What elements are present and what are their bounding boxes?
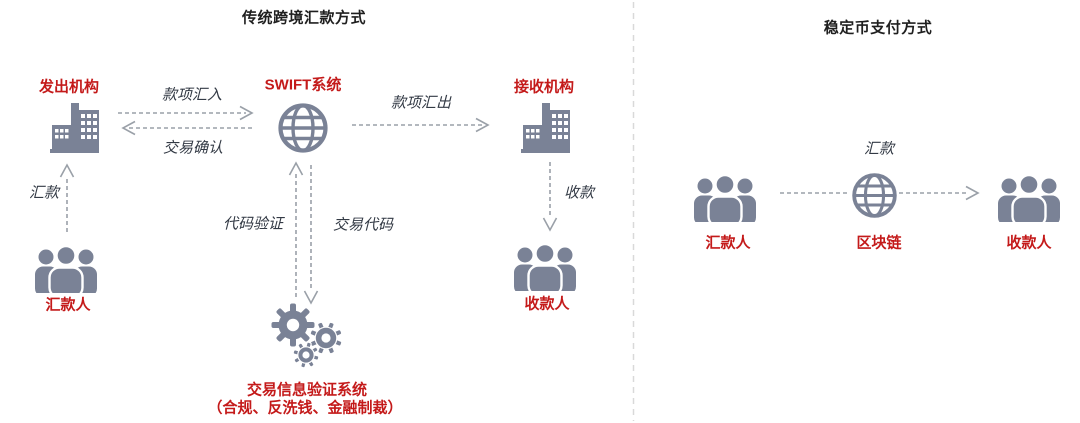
people-group-icon <box>694 173 756 222</box>
gears-icon <box>271 303 343 369</box>
building-icon <box>521 103 570 153</box>
receive-flow-label: 收款 <box>563 184 595 202</box>
transaction-code-flow-label: 交易代码 <box>332 216 394 234</box>
remitter-label: 汇款人 <box>45 296 91 314</box>
arrow-code-verify-up <box>288 161 304 297</box>
code-verify-flow-label: 代码验证 <box>222 215 284 233</box>
traditional-panel-title: 传统跨境汇款方式 <box>241 9 367 27</box>
arrow-stablecoin-remit <box>780 185 980 201</box>
stablecoin-remit-flow-label: 汇款 <box>863 140 895 158</box>
arrow-transaction-code-down <box>303 165 319 305</box>
verification-system-subtitle: （合规、反洗钱、金融制裁） <box>207 399 403 417</box>
funds-out-flow-label: 款项汇出 <box>390 94 452 112</box>
people-group-icon <box>514 242 576 291</box>
gear-large <box>271 303 315 347</box>
swift-system-label: SWIFT系统 <box>264 76 342 94</box>
remit-flow-label: 汇款 <box>28 184 60 202</box>
people-group-icon <box>998 173 1060 222</box>
gear-small <box>292 341 320 369</box>
blockchain-label: 区块链 <box>856 234 902 252</box>
building-icon <box>50 103 99 153</box>
globe-icon <box>278 103 328 153</box>
confirm-flow-label: 交易确认 <box>162 139 224 157</box>
arrow-transaction-confirm <box>121 120 252 136</box>
sender-institution-label: 发出机构 <box>38 78 100 96</box>
funds-in-flow-label: 款项汇入 <box>161 86 223 104</box>
receiver-institution-label: 接收机构 <box>513 78 575 96</box>
arrow-funds-in <box>118 105 254 121</box>
gear-medium <box>309 321 343 355</box>
globe-icon <box>852 173 897 218</box>
people-group-icon <box>35 244 97 293</box>
arrow-remit-up <box>59 163 75 232</box>
arrow-funds-out <box>352 117 490 133</box>
verification-system-title: 交易信息验证系统 <box>246 381 368 399</box>
stablecoin-payee-label: 收款人 <box>1006 234 1052 252</box>
stablecoin-panel-title: 稳定币支付方式 <box>823 19 933 37</box>
arrow-receive-down <box>542 162 558 232</box>
payee-label: 收款人 <box>524 295 570 313</box>
stablecoin-remitter-label: 汇款人 <box>705 234 751 252</box>
